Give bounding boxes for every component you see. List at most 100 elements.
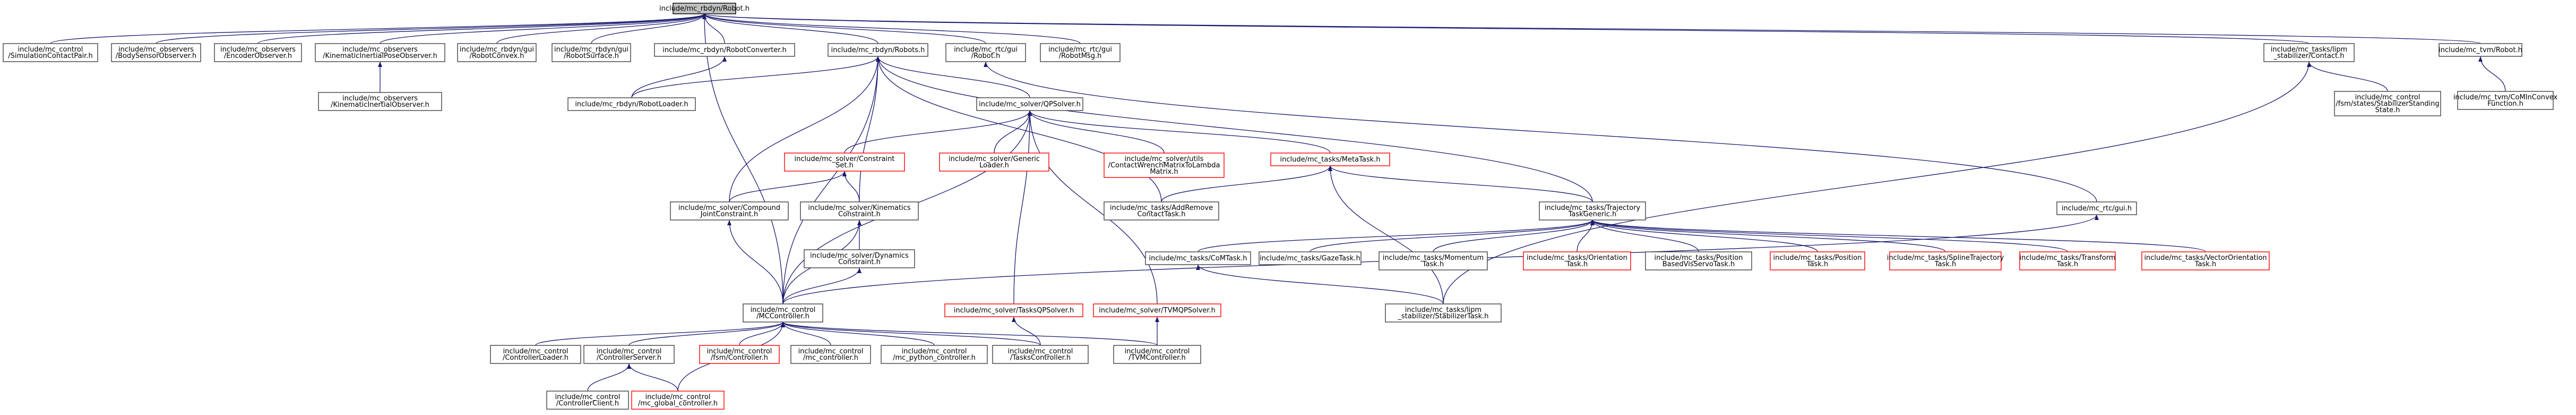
node-label: include/mc_control [798, 348, 864, 355]
edge-posbased-to-trajgeneric [1590, 219, 1699, 252]
node-robotsurface[interactable]: include/mc_rbdyn/gui/RobotSurface.h [552, 43, 631, 62]
node-metatask[interactable]: include/mc_tasks/MetaTask.h [1270, 153, 1390, 166]
edge-mcctrl-to-mccontroller [781, 321, 831, 346]
node-tasksctrl[interactable]: include/mc_control/TasksController.h [992, 345, 1089, 364]
node-box [2334, 91, 2441, 116]
node-label: /KinematicInertialPoseObserver.h [323, 52, 437, 60]
node-label: include/mc_rbdyn/RobotConverter.h [662, 46, 787, 54]
node-box [214, 43, 302, 62]
node-posbased[interactable]: include/mc_tasks/PositionBasedVisServoTa… [1645, 251, 1752, 270]
node-box [944, 303, 1083, 317]
node-qpsolver[interactable]: include/mc_solver/QPSolver.h [976, 97, 1083, 111]
node-label: include/mc_control [2355, 94, 2420, 101]
node-root[interactable]: include/mc_rbdyn/Robot.h [659, 3, 749, 14]
edge-mccontroller-to-root [702, 13, 783, 304]
node-label: include/mc_control [597, 348, 662, 355]
node-label: include/mc_control [707, 348, 772, 355]
edge-robotloader-to-robotconverter [631, 56, 727, 98]
node-ctrlclient[interactable]: include/mc_control/ControllerClient.h [546, 391, 629, 410]
node-box [3, 43, 98, 62]
node-label: Loader.h [979, 162, 1009, 170]
node-fsmstab[interactable]: include/mc_control/fsm/states/Stabilizer… [2334, 91, 2441, 116]
node-box [743, 303, 823, 323]
node-robots[interactable]: include/mc_rbdyn/Robots.h [828, 43, 928, 57]
node-kininertial[interactable]: include/mc_observers/KinematicInertialOb… [318, 92, 442, 111]
node-kinpose[interactable]: include/mc_observers/KinematicInertialPo… [315, 43, 445, 62]
node-robotconvex[interactable]: include/mc_rbdyn/gui/RobotConvex.h [457, 43, 537, 62]
node-box [631, 391, 725, 410]
edge-mccontroller-to-compound [727, 219, 783, 304]
node-pyctrl[interactable]: include/mc_control/mc_python_controller.… [881, 345, 988, 364]
edge-contactwrench-to-qpsolver [1028, 110, 1165, 154]
node-robotconverter[interactable]: include/mc_rbdyn/RobotConverter.h [654, 43, 795, 57]
node-rtcgui[interactable]: include/mc_rtc/gui.h [2056, 201, 2137, 215]
node-simcontact[interactable]: include/mc_control/SimulationContactPair… [3, 43, 98, 62]
node-ctrlserver[interactable]: include/mc_control/ControllerServer.h [583, 345, 675, 364]
node-gazetask[interactable]: include/mc_tasks/GazeTask.h [1259, 251, 1362, 265]
node-bodysensor[interactable]: include/mc_observers/BodySensorObserver.… [111, 43, 201, 62]
edge-layer [50, 13, 2506, 392]
edge-qpsolver-to-robots [876, 56, 1030, 98]
node-tasksqp[interactable]: include/mc_solver/TasksQPSolver.h [944, 303, 1083, 317]
node-box [546, 391, 629, 410]
edge-stabilizertask-to-metatask [1328, 165, 1444, 304]
node-label: include/mc_tasks/Trajectory [1545, 204, 1641, 212]
node-box [992, 345, 1089, 364]
node-label: /BodySensorObserver.h [116, 52, 197, 60]
node-label: include/mc_observers [342, 95, 418, 103]
node-globalctrl[interactable]: include/mc_control/mc_global_controller.… [631, 391, 725, 410]
node-label: include/mc_observers [118, 46, 194, 54]
node-label: include/mc_tasks/Orientation [1527, 254, 1627, 262]
node-rtcrobotmsg[interactable]: include/mc_rtc/gui/RobotMsg.h [1040, 43, 1121, 62]
node-lipmcontact[interactable]: include/mc_tasks/lipm_stabilizer/Contact… [2263, 43, 2355, 62]
node-label: include/mc_tvm/Robot.h [2439, 46, 2522, 54]
edge-rtcgui-to-rtcrobot [984, 61, 2097, 202]
node-mcctrl[interactable]: include/mc_control/mc_controller.h [790, 345, 871, 364]
node-label: /RobotConvex.h [470, 52, 524, 60]
node-rtcrobot[interactable]: include/mc_rtc/gui/Robot.h [945, 43, 1026, 62]
node-robotloader[interactable]: include/mc_rbdyn/RobotLoader.h [567, 97, 696, 111]
edge-ctrlclient-to-ctrlserver [587, 363, 631, 392]
node-label: include/mc_rbdyn/RobotLoader.h [575, 100, 688, 108]
node-box [800, 201, 919, 221]
node-label: include/mc_solver/Constraint [795, 155, 895, 163]
node-comtask[interactable]: include/mc_tasks/CoMTask.h [1145, 251, 1251, 265]
node-contactwrench[interactable]: include/mc_solver/utils/ContactWrenchMat… [1104, 153, 1225, 178]
node-tvmrobot[interactable]: include/mc_tvm/Robot.h [2439, 43, 2522, 57]
node-encoder[interactable]: include/mc_observers/EncoderObserver.h [214, 43, 302, 62]
node-label: Matrix.h [1150, 168, 1178, 176]
node-stabilizertask[interactable]: include/mc_tasks/lipm_stabilizer/Stabili… [1385, 303, 1502, 323]
node-label: include/mc_tasks/VectorOrientation [2144, 254, 2267, 262]
node-label: /RobotSurface.h [564, 52, 619, 60]
node-ctrlloader[interactable]: include/mc_control/ControllerLoader.h [490, 345, 581, 364]
node-fsmctrl[interactable]: include/mc_control/fsm/Controller.h [699, 345, 780, 364]
node-tvmctrl[interactable]: include/mc_control/TVMController.h [1113, 345, 1201, 364]
node-label: include/mc_solver/QPSolver.h [979, 100, 1081, 108]
node-compound[interactable]: include/mc_solver/CompoundJointConstrain… [670, 201, 789, 221]
node-label: /Robot.h [971, 52, 1000, 60]
node-tvmqp[interactable]: include/mc_solver/TVMQPSolver.h [1093, 303, 1221, 317]
edge-robotsurface-to-root [591, 13, 707, 44]
edge-comtask-to-trajgeneric [1197, 219, 1595, 252]
node-label: include/mc_tasks/CoMTask.h [1149, 255, 1247, 262]
node-label: Task.h [1422, 260, 1444, 268]
edge-simcontact-to-root [50, 13, 707, 44]
node-mccontroller[interactable]: include/mc_control/MCController.h [743, 303, 823, 323]
edge-mccontroller-to-dynamics [782, 267, 861, 304]
node-box [1104, 201, 1219, 221]
node-label: include/mc_rbdyn/Robot.h [659, 5, 749, 13]
